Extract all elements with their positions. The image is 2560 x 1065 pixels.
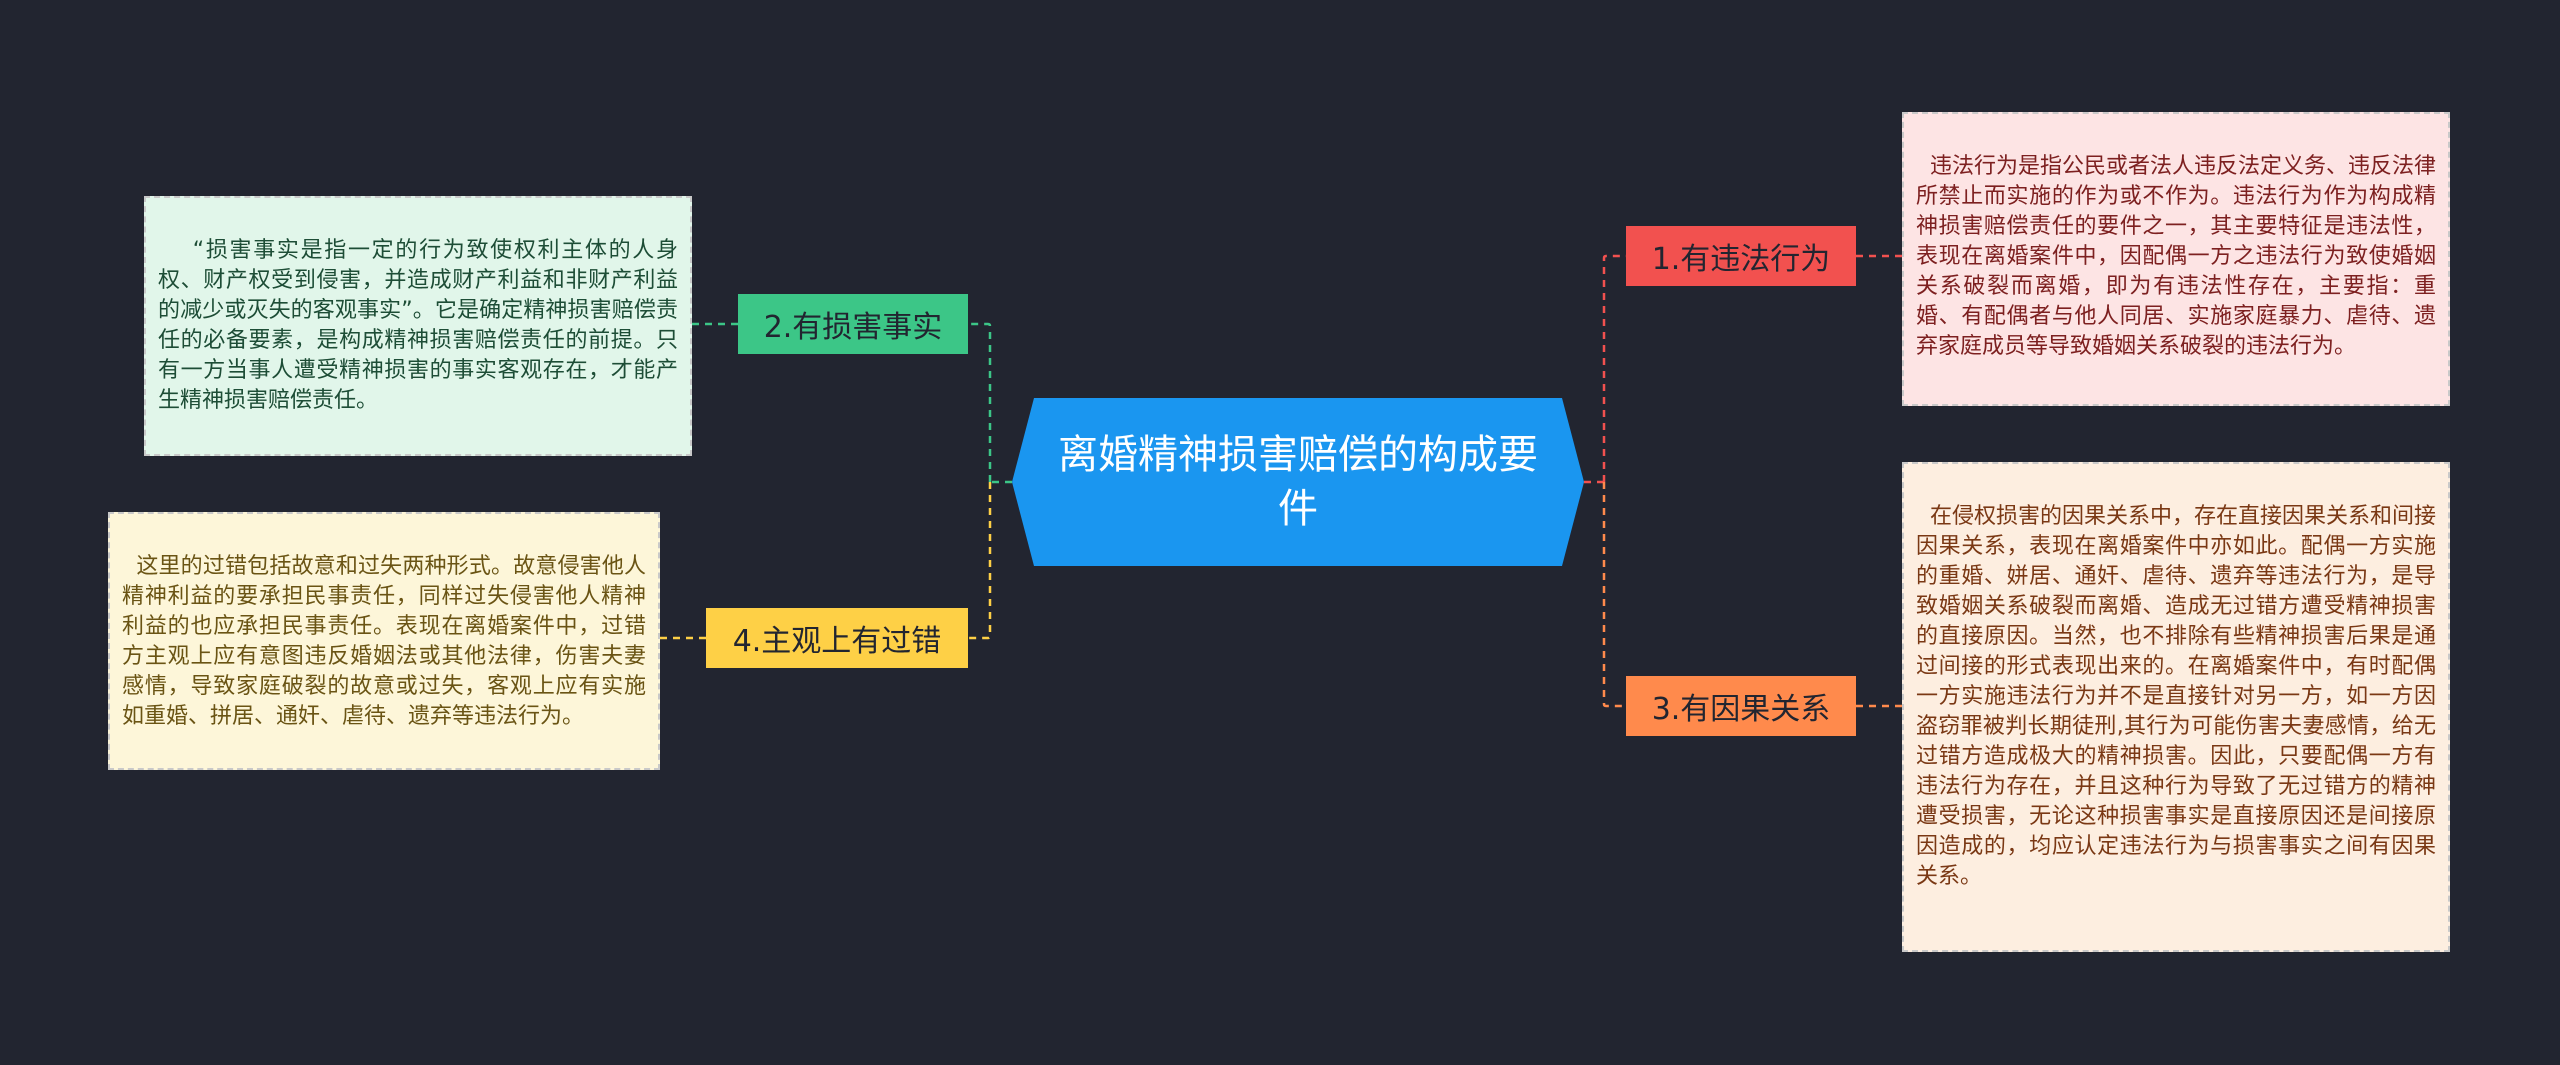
topic-1-label: 1.有违法行为 [1651, 242, 1831, 277]
connector-center-to-topic3 [1602, 482, 1626, 708]
topic-4-subjective-fault[interactable]: 4.主观上有过错 [706, 608, 968, 668]
note-4-subjective-fault: 这里的过错包括故意和过失两种形式。故意侵害他人精神利益的要承担民事责任，同样过失… [108, 512, 660, 770]
note-2-damage-fact: “损害事实是指一定的行为致使权利主体的人身权、财产权受到侵害，并造成财产利益和非… [144, 196, 692, 456]
topic-4-label: 4.主观上有过错 [732, 624, 942, 659]
note-3-text: 在侵权损害的因果关系中，存在直接因果关系和间接因果关系，表现在离婚案件中亦如此。… [1916, 504, 2437, 889]
topic-2-damage-fact[interactable]: 2.有损害事实 [738, 294, 968, 354]
note-1-text: 违法行为是指公民或者法人违反法定义务、违反法律所禁止而实施的作为或不作为。违法行… [1916, 154, 2437, 359]
central-topic[interactable]: 离婚精神损害赔偿的构成要件 [1012, 398, 1584, 566]
topic-3-causality[interactable]: 3.有因果关系 [1626, 676, 1856, 736]
topic-1-illegal-act[interactable]: 1.有违法行为 [1626, 226, 1856, 286]
connector-center-to-topic4 [968, 482, 992, 640]
topic-2-label: 2.有损害事实 [763, 310, 943, 345]
central-topic-label: 离婚精神损害赔偿的构成要件 [1058, 432, 1538, 532]
connector-center-to-topic1 [1584, 254, 1626, 484]
connector-center-to-topic2 [968, 322, 1012, 484]
note-1-illegal-act: 违法行为是指公民或者法人违反法定义务、违反法律所禁止而实施的作为或不作为。违法行… [1902, 112, 2450, 406]
topic-3-label: 3.有因果关系 [1651, 692, 1831, 727]
note-4-text: 这里的过错包括故意和过失两种形式。故意侵害他人精神利益的要承担民事责任，同样过失… [122, 554, 646, 729]
note-3-causality: 在侵权损害的因果关系中，存在直接因果关系和间接因果关系，表现在离婚案件中亦如此。… [1902, 462, 2450, 952]
note-2-text: “损害事实是指一定的行为致使权利主体的人身权、财产权受到侵害，并造成财产利益和非… [158, 238, 678, 413]
